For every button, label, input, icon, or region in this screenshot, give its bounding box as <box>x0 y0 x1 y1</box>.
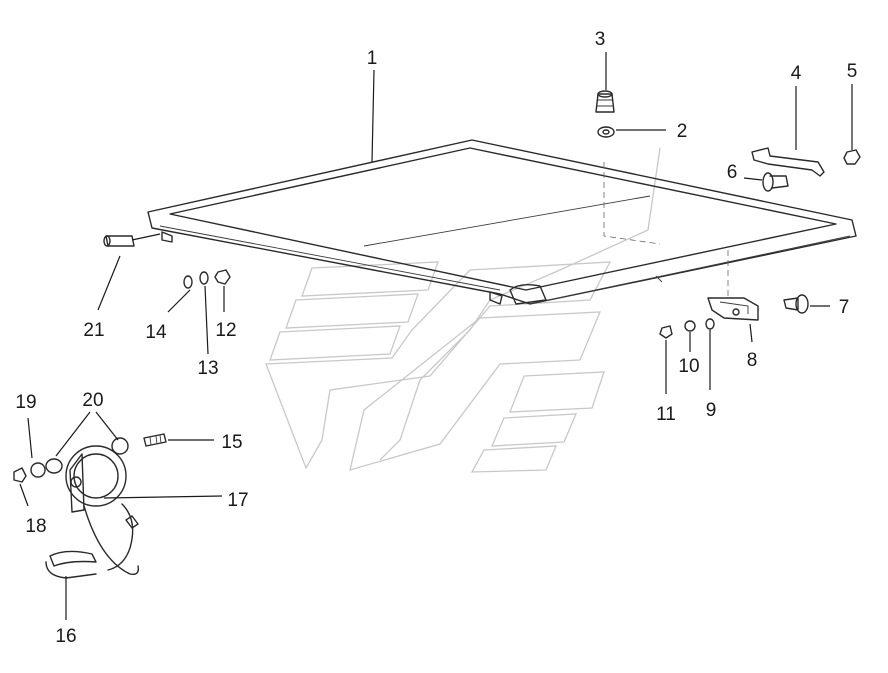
callout-20: 20 <box>82 390 103 411</box>
callout-10: 10 <box>678 356 699 377</box>
callout-4: 4 <box>791 63 802 84</box>
washer-part-9 <box>705 318 715 330</box>
pin-part-21 <box>103 235 135 247</box>
lock-assembly <box>13 437 140 576</box>
latch-part-8 <box>707 297 759 321</box>
leader-lines <box>19 52 853 620</box>
callout-19: 19 <box>15 392 36 413</box>
callout-12: 12 <box>215 320 236 341</box>
cover-panel <box>147 139 857 305</box>
washer-part-10 <box>684 320 696 332</box>
clip-part-16 <box>45 550 97 579</box>
callout-9: 9 <box>706 400 717 421</box>
callout-16: 16 <box>55 626 76 647</box>
callout-3: 3 <box>595 29 606 50</box>
washer-part-13 <box>199 271 209 285</box>
callout-14: 14 <box>145 322 167 343</box>
bolt-part-6 <box>762 172 789 192</box>
callout-2: 2 <box>677 121 688 142</box>
callout-5: 5 <box>847 61 858 82</box>
screw-part-15 <box>143 433 167 447</box>
callout-17: 17 <box>227 490 248 511</box>
callout-8: 8 <box>747 350 758 371</box>
watermark-logo <box>265 147 661 473</box>
washer-part-2 <box>597 126 615 138</box>
callout-1: 1 <box>367 48 378 69</box>
bolt-part-7 <box>783 294 809 314</box>
callout-13: 13 <box>197 358 218 379</box>
nut-part-12 <box>214 269 231 285</box>
buffer-part-3 <box>595 90 615 113</box>
washer-part-14 <box>183 275 193 289</box>
callout-15: 15 <box>221 432 242 453</box>
callout-6: 6 <box>727 162 738 183</box>
callout-11: 11 <box>656 404 676 425</box>
callout-7: 7 <box>839 297 850 318</box>
callout-18: 18 <box>25 516 46 537</box>
callout-21: 21 <box>83 320 104 341</box>
bracket-part-4 <box>751 147 825 177</box>
nut-part-5 <box>843 149 861 165</box>
callout-labels: 1 2 3 4 5 6 7 8 9 10 11 12 13 14 15 16 1… <box>15 29 857 647</box>
nut-part-11 <box>659 325 673 339</box>
